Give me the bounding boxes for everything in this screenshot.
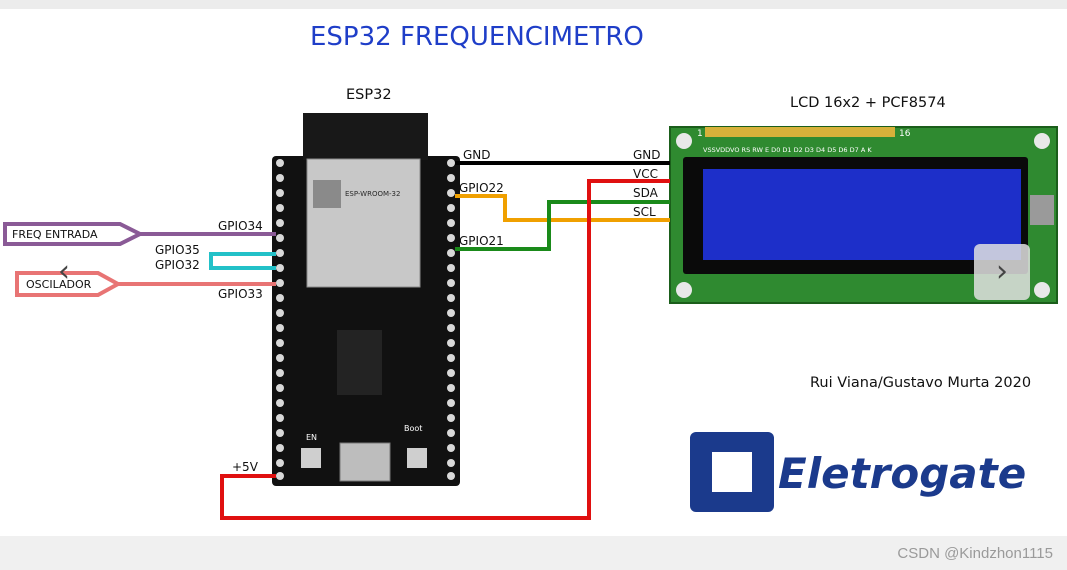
gpio22-label: GPIO22 <box>459 181 504 195</box>
lcd-scl-label: SCL <box>633 205 656 219</box>
logo-text: Eletrogate <box>778 449 1026 498</box>
right-header-pins <box>447 159 455 480</box>
input-tags <box>3 222 145 297</box>
next-image-button[interactable]: › <box>974 244 1030 300</box>
prev-image-button[interactable]: ‹ <box>36 244 92 300</box>
wires <box>118 161 670 520</box>
watermark: CSDN @Kindzhon1115 <box>897 545 1053 562</box>
antenna <box>303 113 428 160</box>
lcd-label: LCD 16x2 + PCF8574 <box>790 95 946 111</box>
usb-connector <box>339 442 391 482</box>
osc-input-label: OSCILADOR <box>26 278 92 291</box>
page-title: ESP32 FREQUENCIMETRO <box>310 22 644 52</box>
gpio21-label: GPIO21 <box>459 234 504 248</box>
eletrogate-logo: Eletrogate <box>690 432 1026 512</box>
lcd-pin-1-label: 1 <box>697 129 703 139</box>
gpio33-label: GPIO33 <box>218 287 263 301</box>
usb-chip <box>337 330 382 395</box>
board-label: ESP32 <box>346 87 392 103</box>
lcd-screen <box>703 169 1021 260</box>
lcd-pin-names: VSSVDDVO RS RW E D0 D1 D2 D3 D4 D5 D6 D7… <box>703 146 872 154</box>
esp-wroom-module <box>306 158 421 288</box>
top-bar <box>0 0 1067 9</box>
lcd-vcc-label: VCC <box>633 167 658 181</box>
lcd-pin-header <box>705 127 895 137</box>
osc-input-tag <box>15 271 123 297</box>
lcd-pin-16-label: 16 <box>899 129 911 139</box>
vcc-wire <box>220 179 670 520</box>
boot-button <box>407 448 427 468</box>
v5-label: +5V <box>232 460 258 474</box>
en-label: EN <box>306 433 317 442</box>
gnd-pin-label: GND <box>463 148 491 162</box>
gpio32-label: GPIO32 <box>155 258 200 272</box>
logo-chip-core <box>712 452 752 492</box>
lcd-mount-hole <box>1034 133 1050 149</box>
jumper-wire <box>209 252 276 270</box>
lcd-mount-hole <box>676 133 692 149</box>
boot-label: Boot <box>404 424 422 433</box>
lcd-mount-hole <box>1034 282 1050 298</box>
lcd-sda-label: SDA <box>633 186 658 200</box>
lcd-mount-hole <box>676 282 692 298</box>
esp32-board: ESP-WROOM-32 EN Boot <box>272 113 460 486</box>
lcd-gnd-label: GND <box>633 148 661 162</box>
left-header-pins <box>276 159 284 480</box>
gpio34-label: GPIO34 <box>218 219 263 233</box>
sda-wire <box>455 200 670 251</box>
chevron-right-icon: › <box>996 254 1008 289</box>
en-button <box>301 448 321 468</box>
gpio35-label: GPIO35 <box>155 243 200 257</box>
credit-text: Rui Viana/Gustavo Murta 2020 <box>810 375 1032 391</box>
lcd-backpack <box>1030 195 1054 225</box>
footer-bar <box>0 536 1067 570</box>
freq-input-tag <box>3 222 145 246</box>
module-name: ESP-WROOM-32 <box>345 190 400 198</box>
wifi-logo <box>313 180 341 208</box>
freq-input-label: FREQ ENTRADA <box>12 228 98 241</box>
chevron-left-icon: ‹ <box>58 254 70 289</box>
